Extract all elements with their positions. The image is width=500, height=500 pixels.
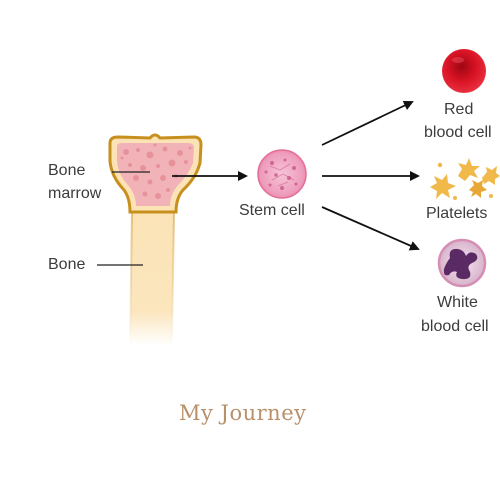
marrow-speckles [120, 143, 192, 199]
arrow-stem-to-red [321, 100, 414, 146]
bone-label: Bone [48, 256, 86, 273]
red-blood-cell [442, 49, 486, 93]
bone-marrow-label-line2: marrow [48, 185, 102, 202]
arrow-stem-to-white [321, 206, 420, 251]
bone-shaft-edge-right [171, 211, 175, 346]
white-blood-cell-label-line2: blood cell [421, 318, 489, 335]
white-cell-nucleus [443, 248, 478, 280]
bone-shaft [130, 210, 174, 345]
bone-marrow-region [117, 143, 194, 206]
stem-cell [257, 149, 307, 199]
red-blood-cell-label-line1: Red [444, 101, 474, 118]
red-blood-cell-label-line2: blood cell [424, 124, 492, 141]
white-blood-cell [437, 238, 487, 288]
platelets [430, 158, 500, 200]
white-blood-cell-label-line1: White [437, 294, 478, 311]
stem-cell-label: Stem cell [239, 202, 305, 219]
bone-marrow-label-line1: Bone [48, 162, 86, 179]
platelets-label: Platelets [426, 205, 488, 222]
bone-shaft-edge-left [129, 211, 133, 346]
journey-title: My Journey [179, 401, 307, 425]
